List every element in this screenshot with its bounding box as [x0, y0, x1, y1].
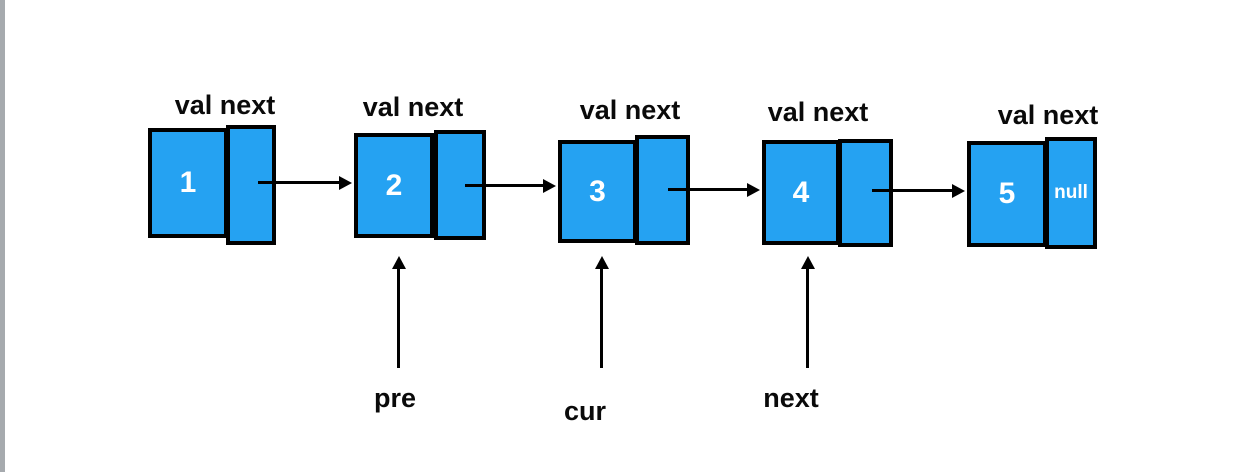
node-3-val-cell: 3	[558, 140, 637, 243]
arrow-head-icon	[952, 184, 965, 198]
pre-pointer-label: pre	[373, 383, 417, 413]
node-5-next-cell: null	[1045, 137, 1097, 249]
node-4-val-cell: 4	[762, 140, 840, 245]
arrow-head-icon	[747, 183, 760, 197]
node-2-val-cell: 2	[354, 133, 434, 238]
next-pointer-label: next	[763, 383, 819, 413]
val-next-label-5: val next	[997, 100, 1099, 130]
window-left-edge	[0, 0, 5, 472]
node-1-val-cell: 1	[148, 128, 228, 238]
arrow-head-icon	[595, 256, 609, 269]
node-5-val-cell: 5	[967, 141, 1047, 247]
cur-pointer-label: cur	[563, 396, 607, 426]
arrow-head-icon	[339, 176, 352, 190]
node-4-next-cell	[838, 139, 893, 247]
val-next-label-4: val next	[767, 97, 869, 127]
val-next-label-3: val next	[579, 95, 681, 125]
arrow-head-icon	[801, 256, 815, 269]
arrow-head-icon	[543, 179, 556, 193]
node-1-next-cell	[226, 125, 276, 245]
val-next-label-2: val next	[362, 92, 464, 122]
val-next-label-1: val next	[174, 90, 276, 120]
arrow-head-icon	[392, 256, 406, 269]
